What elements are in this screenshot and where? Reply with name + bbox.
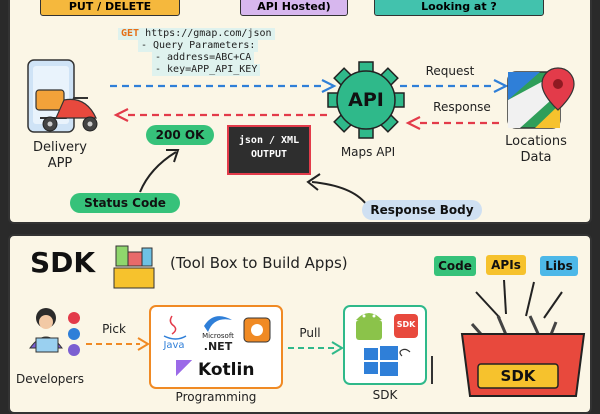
sdk-badge-icon — [394, 314, 418, 338]
maps-api-label: Maps API — [340, 145, 396, 159]
delivery-app-line2: APP — [47, 156, 73, 171]
locations-data-label: Locations Data — [496, 134, 576, 166]
query-header: - Query Parameters: — [138, 40, 259, 52]
locations-line2: Data — [520, 150, 552, 165]
developers-label: Developers — [16, 372, 84, 386]
sdk-graphics — [29, 245, 586, 397]
android-icon — [356, 313, 382, 340]
pen-tool-icon — [243, 317, 271, 343]
response-label: Response — [433, 100, 491, 114]
locations-line1: Locations — [505, 134, 567, 149]
pull-arrow — [288, 341, 344, 355]
delivery-app-label: Delivery APP — [20, 140, 100, 172]
sdk-title: SDK — [30, 246, 96, 279]
building-blocks-icon — [113, 245, 155, 289]
api-badge: API — [348, 89, 384, 111]
sdk-box-label: SDK — [372, 388, 398, 402]
api-hosted-tag: API Hosted) — [240, 0, 348, 16]
output-line2: OUTPUT — [250, 149, 288, 160]
request-label: Request — [425, 64, 475, 78]
put-delete-tag: PUT / DELETE — [40, 0, 180, 16]
request-url: https://gmap.com/json — [145, 28, 272, 39]
output-box — [227, 125, 311, 175]
response-arrow — [113, 108, 500, 130]
programming-label: Programming — [175, 390, 257, 404]
delivery-app-line1: Delivery — [33, 140, 87, 155]
param-key: - key=APP_API_KEY — [152, 64, 261, 76]
kotlin-label: Kotlin — [198, 360, 255, 380]
pull-label: Pull — [299, 326, 321, 340]
request-line: GET https://gmap.com/json — [118, 28, 275, 40]
kotlin-icon — [176, 360, 192, 376]
java-icon — [163, 315, 187, 340]
sdk-subtitle: (Tool Box to Build Apps) — [170, 254, 348, 272]
pick-arrow — [86, 337, 150, 351]
windows-icon — [364, 346, 398, 376]
scooter-icon — [35, 89, 98, 132]
param-address: - address=ABC+CA — [152, 52, 255, 64]
dotnet-icon — [204, 316, 232, 332]
status-200-badge: 200 OK — [146, 125, 214, 145]
api-gear-icon — [327, 61, 405, 139]
output-line1: json / XML — [238, 135, 300, 146]
status-code-badge: Status Code — [70, 193, 180, 213]
apple-icon — [399, 348, 411, 357]
request-box: GET https://gmap.com/json - Query Parame… — [118, 28, 275, 76]
looking-at-tag: Looking at ? — [374, 0, 544, 16]
toolbox-sdk-label: SDK — [500, 367, 536, 385]
developer-avatar-icon — [29, 308, 80, 356]
status-code-arrow — [139, 149, 180, 193]
chip-code: Code — [434, 256, 476, 276]
dotnet-label: .NET — [203, 340, 233, 353]
response-body-badge: Response Body — [362, 200, 482, 220]
chip-libs: Libs — [540, 256, 578, 276]
chip-apis: APIs — [486, 255, 526, 275]
toolbox-icon — [460, 279, 586, 397]
microsoft-label: Microsoft — [202, 332, 234, 340]
request-arrow — [110, 79, 509, 93]
api-flow-panel — [8, 0, 592, 224]
google-maps-icon — [507, 67, 575, 129]
java-label: Java — [163, 340, 185, 351]
top-graphics — [27, 59, 575, 205]
response-body-arrow — [306, 173, 367, 205]
pick-label: Pick — [102, 322, 126, 336]
http-method: GET — [121, 28, 140, 39]
sdk-mini-badge: SDK — [396, 320, 416, 329]
output-box-text: json / XML OUTPUT — [228, 134, 310, 162]
